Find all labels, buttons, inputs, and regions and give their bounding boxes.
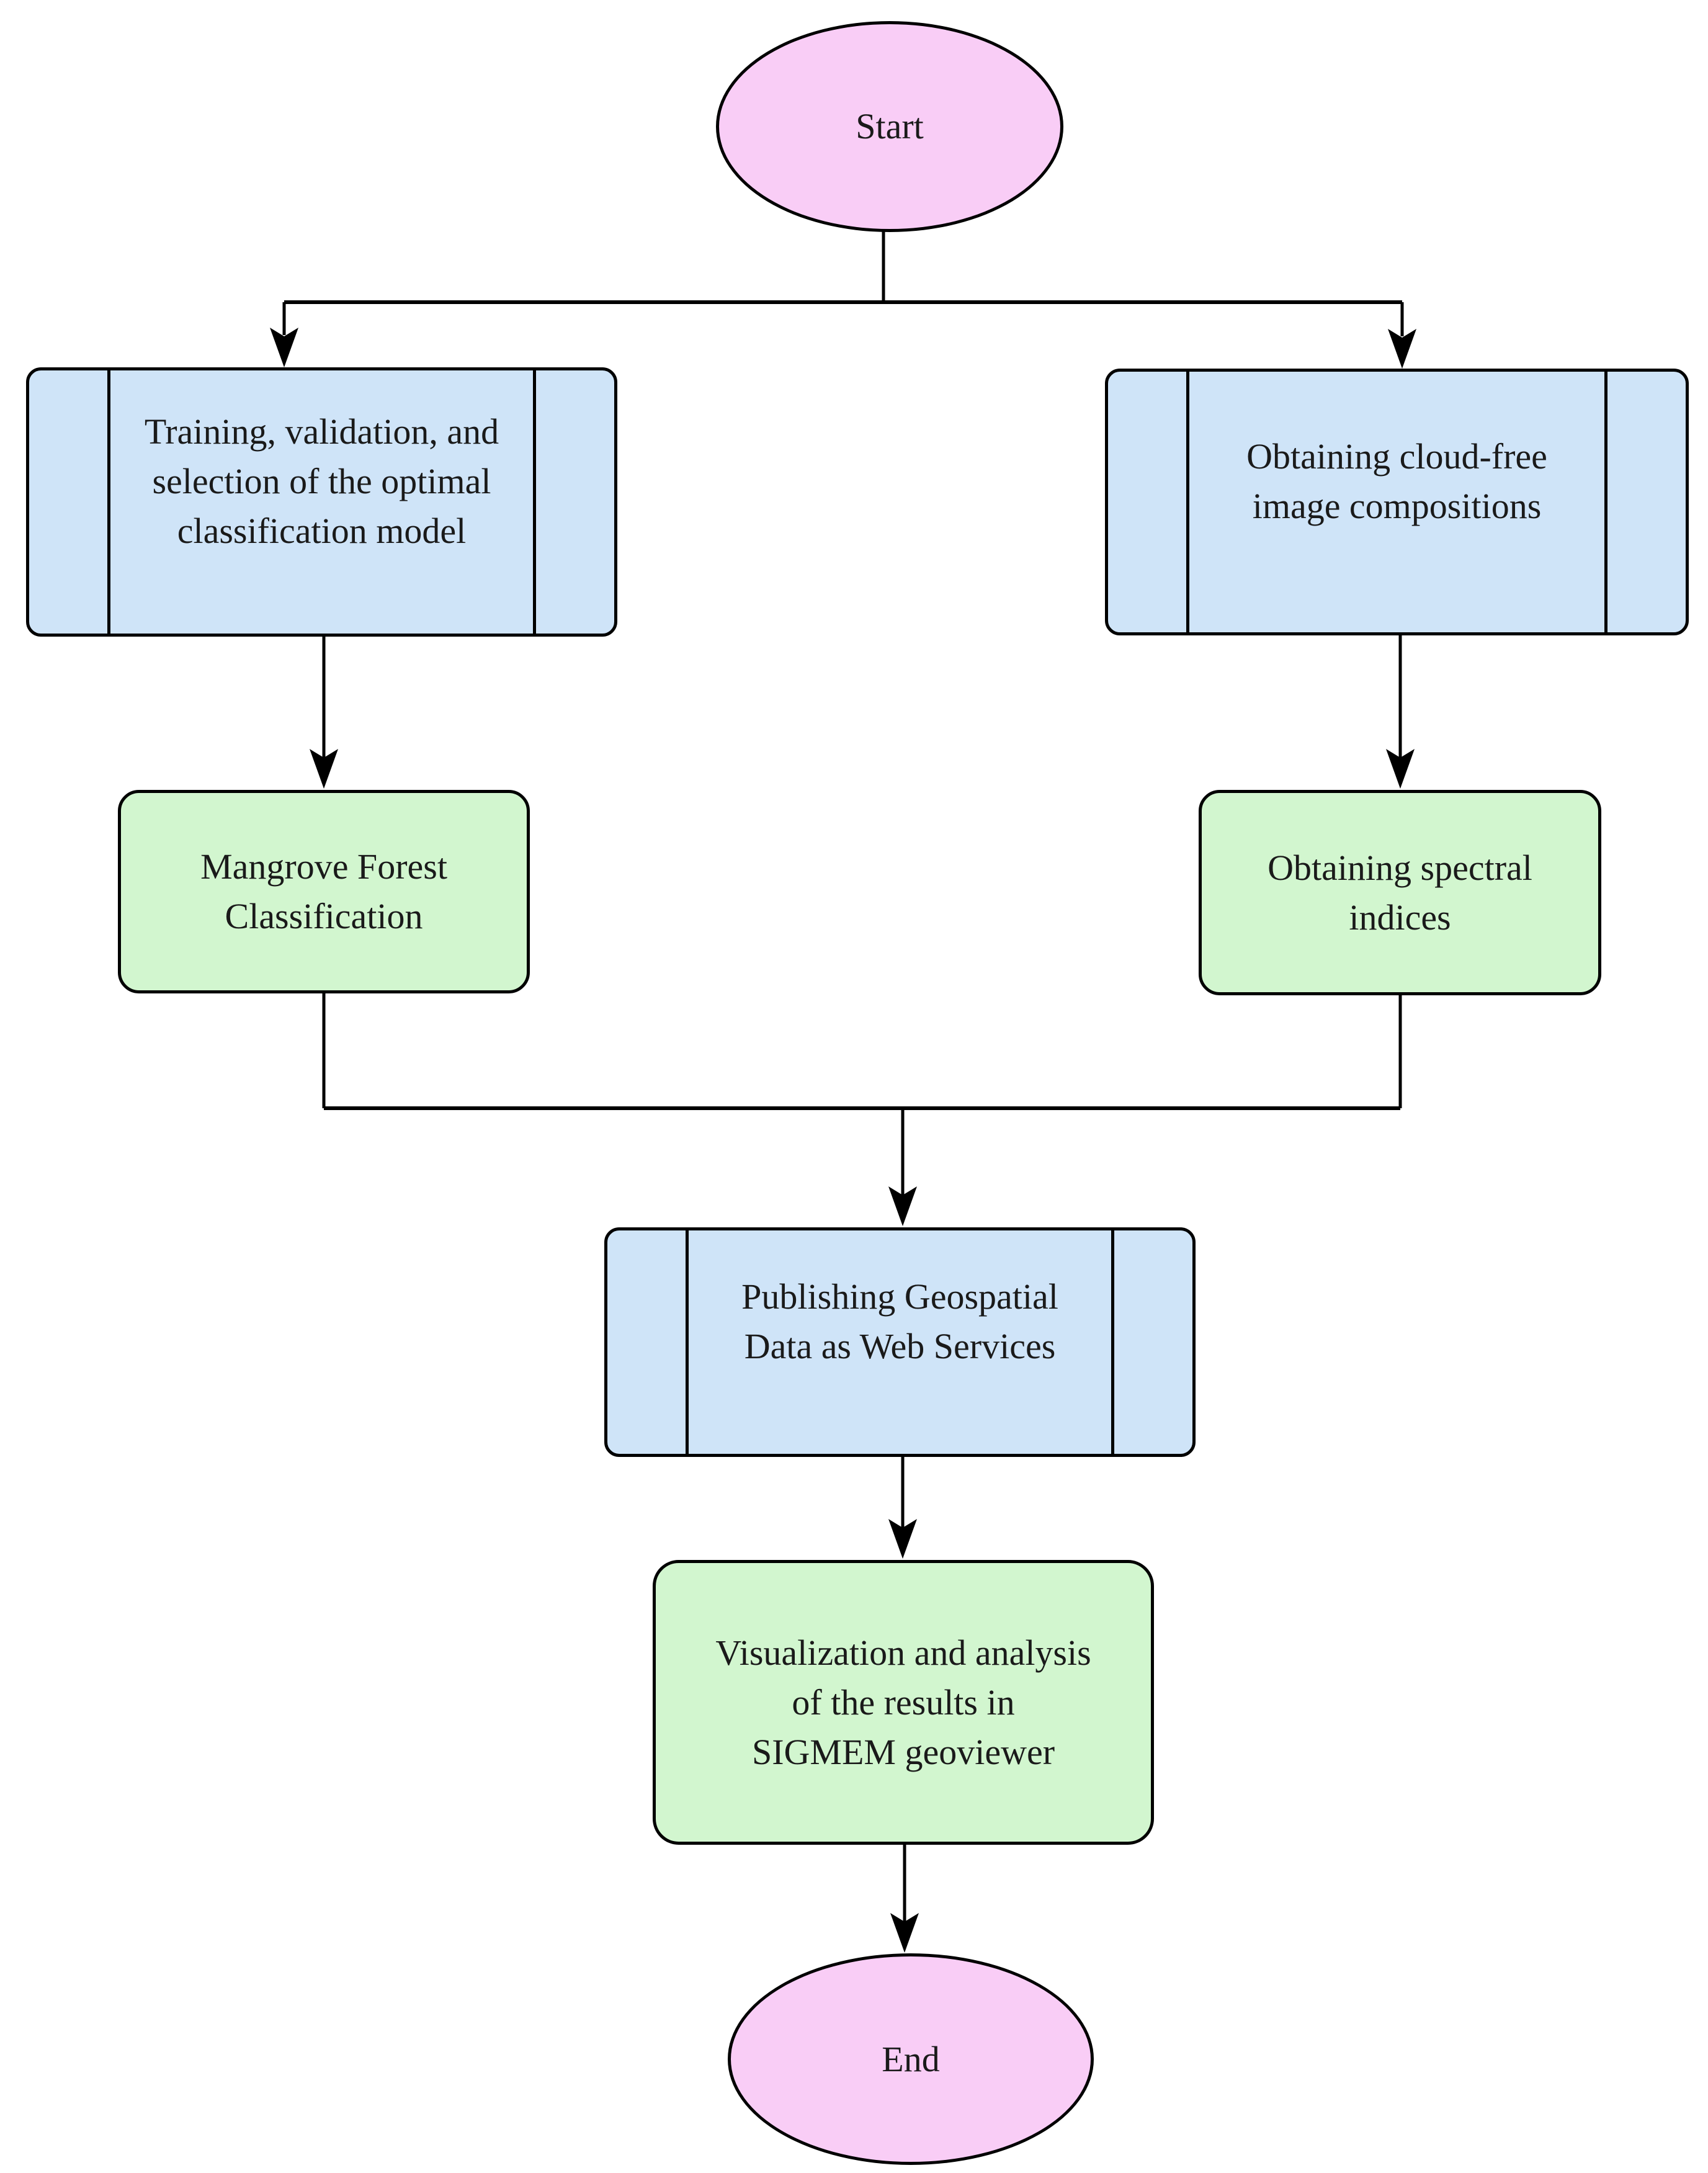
node-visualize-process: Visualization and analysis of the result… xyxy=(653,1560,1154,1845)
edge-merge-publish-arrowhead xyxy=(888,1186,917,1226)
node-spectral-process: Obtaining spectral indices xyxy=(1199,790,1601,995)
node-training-label: Training, validation, and selection of t… xyxy=(144,411,499,551)
edge-publish-visualize-arrowhead xyxy=(888,1519,917,1559)
node-visualize-label: Visualization and analysis of the result… xyxy=(715,1632,1091,1772)
node-publish-subroutine: Publishing Geospatial Data as Web Servic… xyxy=(604,1227,1196,1457)
node-start-terminator: Start xyxy=(716,21,1063,232)
edge-start-training-arrowhead xyxy=(270,328,298,367)
node-end-label: End xyxy=(882,2038,940,2079)
node-end-terminator: End xyxy=(728,1953,1094,2165)
edge-start-cloudfree-arrowhead xyxy=(1388,329,1416,369)
node-mangrove-process: Mangrove Forest Classification xyxy=(118,790,530,993)
node-cloudfree-label: Obtaining cloud-free image compositions xyxy=(1246,436,1547,526)
edge-training-mangrove-arrowhead xyxy=(310,749,338,789)
node-cloudfree-subroutine: Obtaining cloud-free image compositions xyxy=(1105,369,1689,635)
node-mangrove-label: Mangrove Forest Classification xyxy=(200,846,447,936)
edge-visualize-end-arrowhead xyxy=(890,1913,919,1953)
node-start-label: Start xyxy=(856,106,924,146)
node-publish-label: Publishing Geospatial Data as Web Servic… xyxy=(741,1276,1058,1366)
node-training-subroutine: Training, validation, and selection of t… xyxy=(26,367,617,637)
node-spectral-label: Obtaining spectral indices xyxy=(1268,847,1532,938)
edge-cloudfree-spectral-arrowhead xyxy=(1386,749,1415,789)
